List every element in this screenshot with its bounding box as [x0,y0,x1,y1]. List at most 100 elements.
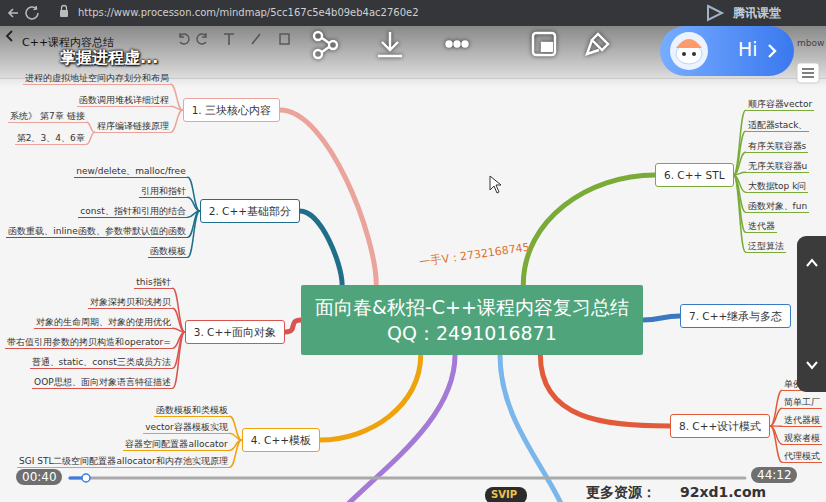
branch-topic: 2. C++基础部分 [200,199,300,223]
sub-branch-line [188,177,200,211]
topic-text: 迭代器模 [784,414,820,426]
sub-branch-line [188,211,200,257]
main-branch-line [300,211,342,285]
contact-watermark: 一手V：2732168745 [419,240,531,270]
topic-text: vector容器模板实现 [145,421,228,433]
topic-subtext: QQ：2491016871 [315,320,629,346]
topic-text: 对象的生命周期、对象的使用优化 [36,316,171,328]
leaf-topic: const、指针和引用的结合 [78,205,187,218]
topic-text: 普通、static、const三类成员方法 [32,356,171,368]
topic-text: new/delete、malloc/free [76,165,186,177]
sub-branch-line [173,288,185,332]
assistant-avatar [664,28,788,74]
leaf-topic: 函数模板 [148,245,188,258]
leaf-topic: 程序编译链接原理 [95,120,171,133]
topic-text: 3. C++面向对象 [194,325,276,339]
branch-line [340,355,455,502]
topic-text: 程序编译链接原理 [97,120,169,132]
topic-text: 进程的虚拟地址空间内存划分和布局 [25,72,169,84]
sub-branch-line [87,132,95,144]
branch-topic: 8. C++设计模式 [670,414,770,438]
leaf-topic: 无序关联容器u [746,160,810,173]
leaf-topic: vector容器模板实现 [143,421,230,434]
mouse-cursor [490,176,501,193]
format-icon [224,34,234,45]
topic-text: const、指针和引用的结合 [80,205,185,217]
document-title: C++课程内容总结 [22,35,114,50]
topic-text: 顺序容器vector [748,98,813,110]
topic-text: 函数重载、inline函数、参数带默认值的函数 [8,225,185,237]
sub-branch-line [171,106,183,110]
main-branch-line [643,316,680,320]
toolbar-partial-text: mbow [797,38,824,48]
sub-branch-line [230,433,242,440]
topic-text: 函数模板和类模板 [156,404,228,416]
leaf-topic: 普通、static、const三类成员方法 [30,356,173,369]
leaf-topic: 对象深拷贝和浅拷贝 [88,296,173,309]
sub-branch-line [734,175,746,252]
topic-text: 适配器stack、 [748,119,808,131]
topic-text: 1. 三块核心内容 [192,103,271,117]
total-time: 44:12 [757,468,792,482]
watermark-logo [700,3,730,23]
topic-text: 7. C++继承与多态 [689,309,782,323]
topic-text: 有序关联容器s [748,140,807,152]
sub-branch-line [734,175,746,232]
leaf-topic: 函数调用堆栈详细过程 [77,94,171,107]
leaf-topic: 第2、3、4、6章 [15,132,87,145]
branch-topic: 1. 三块核心内容 [183,98,280,122]
player-icons [300,28,640,64]
leaf-topic: 有序关联容器s [746,140,809,153]
back-chevron [7,31,12,41]
leaf-topic: 带右值引用参数的拷贝构造和operator= [5,336,172,349]
topic-text: 函数调用堆栈详细过程 [79,94,169,106]
main-branch-line [320,355,421,440]
sub-branch-line [188,197,200,211]
sub-branch-line [734,172,746,175]
branch-topic: 4. C++模板 [242,428,320,452]
branch-line [500,355,565,502]
topic-text: 第2、3、4、6章 [17,132,85,144]
topic-text: 容器空间配置器allocator [125,438,227,450]
sub-branch-line [173,332,185,388]
leaf-topic: 进程的虚拟地址空间内存划分和布局 [23,72,171,85]
main-branch-line [523,175,655,285]
leaf-topic: new/delete、malloc/free [74,165,188,178]
leaf-topic: 迭代器 [746,220,777,233]
topic-text: SGI STL二级空间配置器allocator和内存池实现原理 [19,455,228,467]
back-icon [9,9,18,17]
topic-text: 函数对象、fun [748,200,808,212]
sub-branch-line [734,110,746,175]
lock-shackle [62,6,67,11]
assistant-label: Hi [738,38,758,60]
lock-icon [60,10,68,17]
topic-text: this指针 [136,276,170,288]
leaf-topic: 容器空间配置器allocator [123,438,229,451]
topic-text: 泛型算法 [748,240,784,252]
sub-branch-line [770,408,782,426]
sub-branch-line [173,328,185,332]
platform-watermark: 腾讯课堂 [733,5,781,22]
side-panel-arrows [797,236,826,392]
browser-icons [0,0,80,26]
sub-branch-line [734,152,746,175]
topic-text: 面向春&秋招-C++课程内容复习总结 [315,294,629,320]
main-branch-line [280,110,376,285]
resource-site: 92xd1.com [680,484,766,500]
reload-icon [26,6,38,19]
outline-button [796,62,820,84]
leaf-topic: 对象的生命周期、对象的使用优化 [34,316,173,329]
url-text: https://www.processon.com/mindmap/5cc167… [78,7,419,18]
elapsed-time: 00:40 [22,470,57,484]
topic-text: 简单工厂 [784,396,820,408]
leaf-topic: 函数对象、fun [746,200,810,213]
topic-text: 大数据top k问 [748,180,807,192]
leaf-topic: 适配器stack、 [746,119,810,132]
sub-branch-line [173,308,185,332]
leaf-topic: 观察者模 [782,432,822,445]
topic-text: 函数模板 [150,245,186,257]
topic-text: 观察者模 [784,432,820,444]
topic-text: 8. C++设计模式 [679,419,761,433]
leaf-topic: 函数模板和类模板 [154,404,230,417]
